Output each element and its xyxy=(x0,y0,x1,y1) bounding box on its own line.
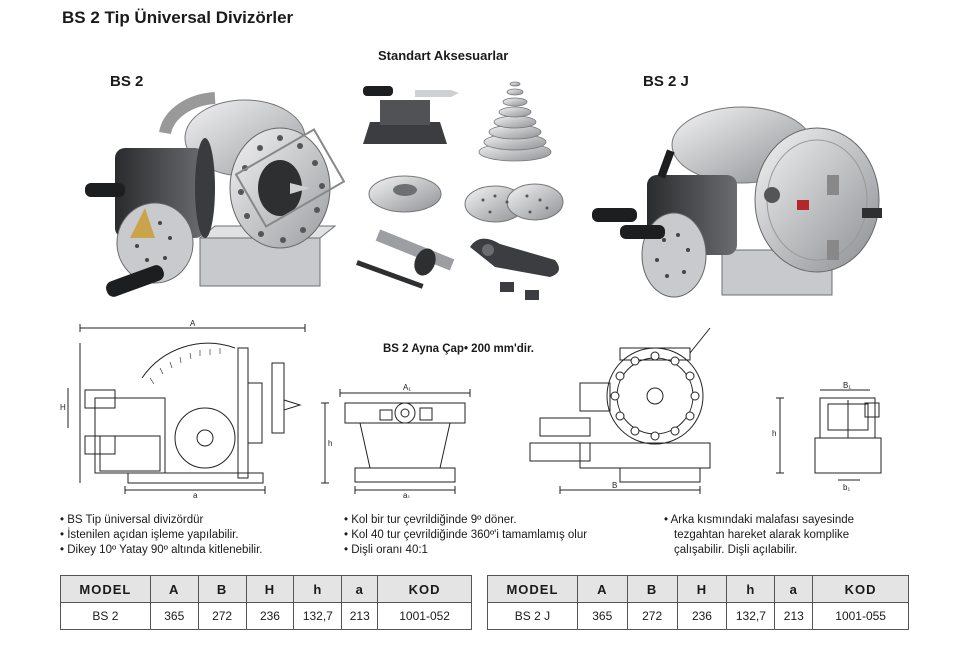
header-h: h xyxy=(726,575,776,603)
header-H: H xyxy=(245,575,295,603)
features-column-1: • BS Tip üniversal divizördür • İstenile… xyxy=(60,513,263,558)
header-A: A xyxy=(149,575,199,603)
feature-item: • İstenilen açıdan işleme yapılabilir. xyxy=(60,529,239,541)
dim-a: a xyxy=(193,491,198,498)
cell-A: 365 xyxy=(576,602,628,630)
cell-model: BS 2 J xyxy=(487,602,578,630)
feature-item: • Kol 40 tur çevrildiğinde 360º'i tamaml… xyxy=(344,529,588,541)
feature-item: • Dişli oranı 40:1 xyxy=(344,544,428,556)
cell-h: 132,7 xyxy=(293,602,343,630)
cell-kod: 1001-055 xyxy=(812,602,909,630)
front-view-drawing xyxy=(529,327,711,494)
header-a: a xyxy=(341,575,379,603)
header-kod: KOD xyxy=(377,575,472,603)
page-title: BS 2 Tip Üniversal Divizörler xyxy=(62,8,294,27)
cell-h: 132,7 xyxy=(726,602,776,630)
dim-A1: A₁ xyxy=(403,383,411,392)
cell-kod: 1001-052 xyxy=(377,602,472,630)
header-A: A xyxy=(576,575,628,603)
header-H: H xyxy=(676,575,728,603)
accessories-image xyxy=(356,81,564,300)
arbor-icon xyxy=(356,229,455,289)
cell-B: 272 xyxy=(626,602,678,630)
header-h: h xyxy=(293,575,343,603)
dividing-plates-icon xyxy=(464,183,564,223)
feature-item: • Arka kısmındaki malafası sayesinde xyxy=(664,514,855,526)
cell-model: BS 2 xyxy=(60,602,151,630)
header-model: MODEL xyxy=(60,575,151,603)
cell-B: 272 xyxy=(197,602,247,630)
bs2j-product-image xyxy=(592,106,882,298)
header-kod: KOD xyxy=(812,575,909,603)
feature-item: • BS Tip üniversal divizördür xyxy=(60,514,204,526)
dim-A: A xyxy=(190,319,196,328)
accessories-title: Standart Aksesuarlar xyxy=(378,48,509,63)
header-a: a xyxy=(774,575,814,603)
features-column-3: • Arka kısmındaki malafası sayesinde tez… xyxy=(664,513,854,558)
dim-H: H xyxy=(60,403,66,412)
dim-a1: a₁ xyxy=(403,491,410,498)
feature-item: • Kol bir tur çevrildiğinde 9º döner. xyxy=(344,514,517,526)
header-B: B xyxy=(626,575,678,603)
bs2-product-image xyxy=(85,92,345,297)
dim-B: B xyxy=(612,481,617,490)
cell-H: 236 xyxy=(676,602,728,630)
feature-item: tezgahtan hareket alarak komplike xyxy=(674,529,850,541)
header-B: B xyxy=(197,575,247,603)
end-view-drawing xyxy=(776,389,882,481)
lathe-dog-icon xyxy=(470,238,559,300)
spec-table-bs2: MODEL A B H h a KOD BS 2 365 272 236 132… xyxy=(60,575,472,630)
dim-h-right: h xyxy=(772,429,776,438)
cell-a: 213 xyxy=(341,602,379,630)
technical-drawings: A H h a A₁ a₁ B h B₁ b₁ xyxy=(60,319,882,498)
cell-a: 213 xyxy=(774,602,814,630)
spec-table-bs2j: MODEL A B H h a KOD BS 2 J 365 272 236 1… xyxy=(487,575,909,630)
tailstock-icon xyxy=(363,86,459,144)
right-model-label: BS 2 J xyxy=(643,73,689,90)
flange-icon xyxy=(368,175,442,213)
dim-h-left: h xyxy=(328,439,332,448)
side-view-drawing xyxy=(67,324,306,494)
feature-item: çalışabilir. Dişli açılabilir. xyxy=(674,544,798,556)
header-model: MODEL xyxy=(487,575,578,603)
tailstock-drawing xyxy=(321,389,471,494)
index-plate-stack-icon xyxy=(478,81,552,162)
feature-item: • Dikey 10º Yatay 90º altında kitlenebil… xyxy=(60,544,263,556)
chuck-caption: BS 2 Ayna Çap• 200 mm'dir. xyxy=(383,343,534,355)
dim-B1: B₁ xyxy=(843,381,851,390)
table-row: BS 2 365 272 236 132,7 213 1001-052 xyxy=(60,602,472,630)
left-model-label: BS 2 xyxy=(110,73,144,90)
cell-A: 365 xyxy=(149,602,199,630)
cell-H: 236 xyxy=(245,602,295,630)
table-row: BS 2 J 365 272 236 132,7 213 1001-055 xyxy=(487,602,909,630)
dim-b1: b₁ xyxy=(843,483,850,492)
features-column-2: • Kol bir tur çevrildiğinde 9º döner. • … xyxy=(344,513,587,558)
